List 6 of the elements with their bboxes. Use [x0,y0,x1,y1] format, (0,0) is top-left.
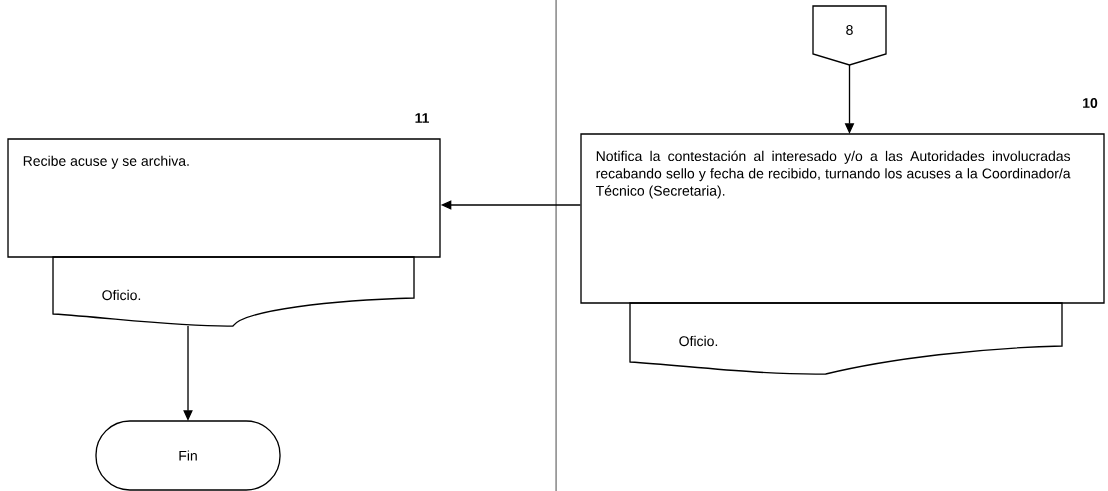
step-number: 11 [415,113,429,123]
step-number: 10 [1083,98,1098,108]
terminator: Fin [95,420,281,491]
process-box: Notifica la contestación al interesado y/o a las Autoridades involucradas recabando sello y fecha de recibido, turnando los acuses a la Coordinador/a Técnico (Secretaria). [580,133,1105,304]
process-box: Recibe acuse y se archiva. [7,138,441,258]
off-page-connector: 8 [812,5,887,66]
